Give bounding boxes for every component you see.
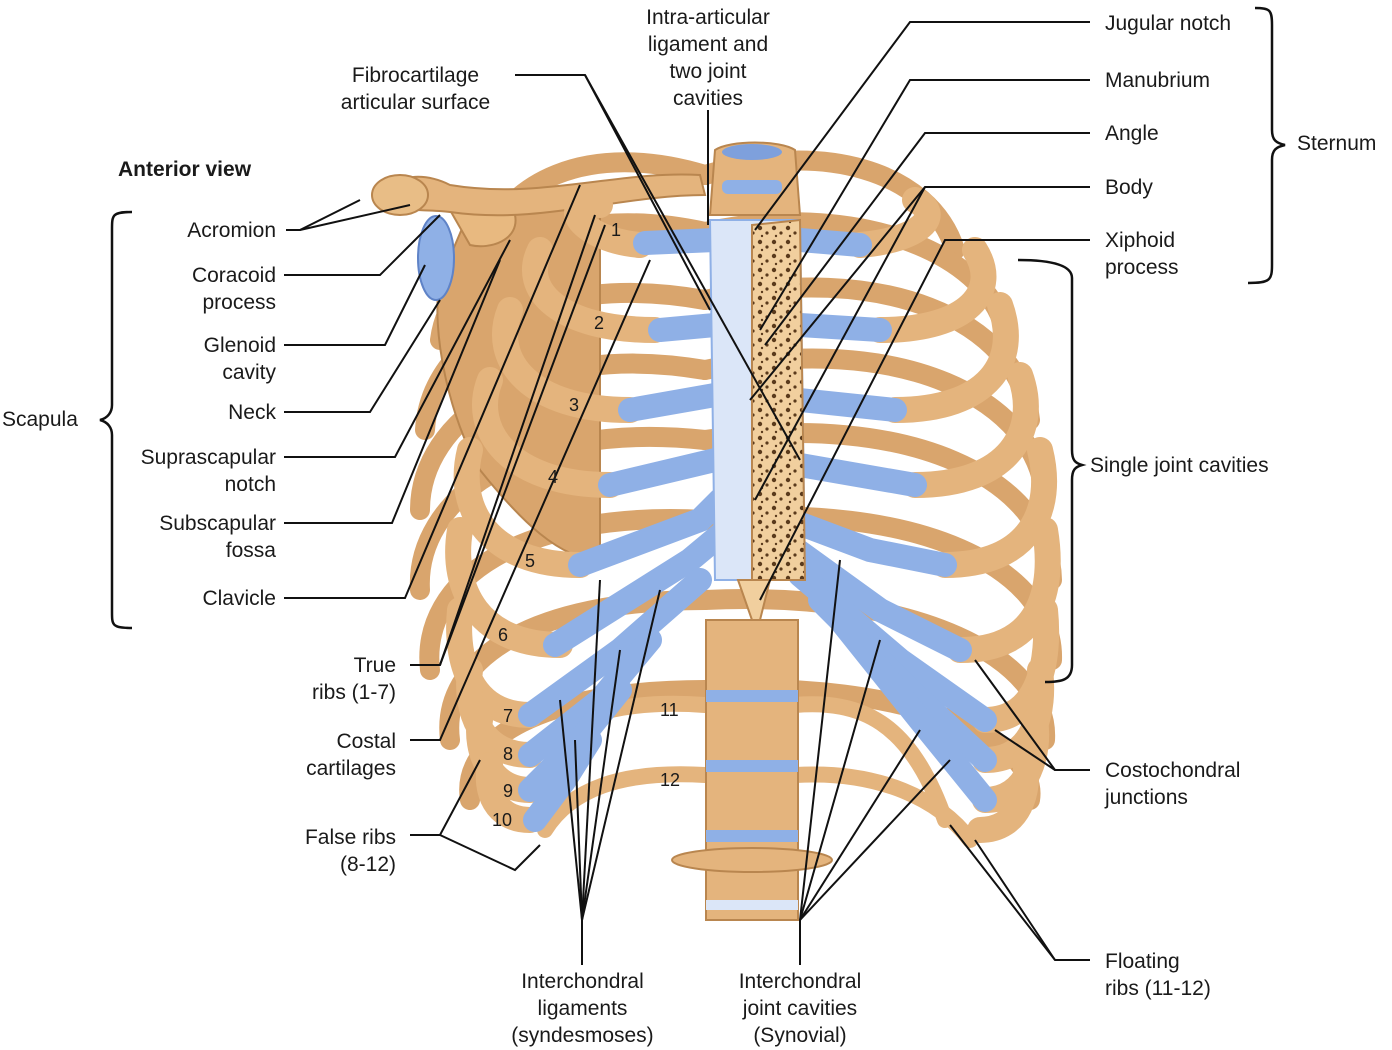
rib-number-9: 9 [503, 781, 514, 801]
scapula-bracket [99, 210, 133, 630]
label-xiphoid-process: Xiphoid process [1105, 229, 1179, 279]
rib-number-5: 5 [525, 551, 536, 571]
rib-number-6: 6 [498, 625, 509, 645]
label-floating-ribs: Floating ribs (11-12) [1105, 950, 1211, 1000]
label-angle: Angle [1105, 122, 1159, 145]
label-jugular-notch: Jugular notch [1105, 12, 1232, 35]
glenoid-cavity-shape [417, 215, 455, 301]
label-false-ribs: False ribs (8-12) [304, 826, 396, 876]
vertebral-column [671, 619, 833, 921]
brackets [99, 6, 1286, 684]
label-sternum: Sternum [1297, 132, 1377, 155]
label-scapula: Scapula [2, 408, 78, 431]
rib-number-2: 2 [594, 313, 605, 333]
label-coracoid-process: Coracoid process [191, 264, 276, 314]
costal-cartilages-right [778, 228, 997, 812]
acromion-shape [371, 174, 429, 216]
rib-number-11: 11 [660, 700, 679, 720]
label-acromion: Acromion [187, 219, 276, 242]
label-subscapular-fossa: Subscapular fossa [159, 512, 276, 562]
label-body: Body [1105, 176, 1153, 199]
single-joint-bracket [1017, 258, 1087, 684]
rib-number-8: 8 [503, 744, 514, 764]
view-title: Anterior view [118, 158, 252, 181]
rib-number-10: 10 [492, 810, 513, 830]
leader-lines [284, 21, 1090, 965]
label-interchondral-ligaments: Interchondral ligaments (syndesmoses) [511, 970, 654, 1047]
sternum-shape [708, 141, 807, 621]
rib-number-12: 12 [660, 770, 681, 790]
clavicle-shape [378, 173, 707, 217]
label-fibrocartilage-articular-surface: Fibrocartilage articular surface [340, 64, 491, 114]
label-clavicle: Clavicle [202, 587, 276, 610]
label-interchondral-joint-cavities: Interchondral joint cavities (Synovial) [738, 970, 862, 1047]
label-suprascapular-notch: Suprascapular notch [140, 446, 276, 496]
label-true-ribs: True ribs (1-7) [311, 654, 396, 704]
label-glenoid-cavity: Glenoid cavity [203, 334, 276, 384]
rib-number-7: 7 [503, 706, 514, 726]
label-single-joint-cavities: Single joint cavities [1090, 454, 1269, 477]
rib-number-3: 3 [569, 395, 580, 415]
label-costochondral-junctions: Costochondral junctions [1105, 759, 1241, 809]
label-costal-cartilages: Costal cartilages [306, 730, 396, 780]
label-intra-articular-ligament: Intra-articular ligament and two joint c… [646, 6, 770, 110]
label-neck: Neck [228, 401, 276, 424]
label-manubrium: Manubrium [1105, 69, 1211, 92]
rib-number-1: 1 [611, 220, 622, 240]
sternum-bracket [1247, 6, 1286, 285]
rib-number-4: 4 [548, 467, 559, 487]
